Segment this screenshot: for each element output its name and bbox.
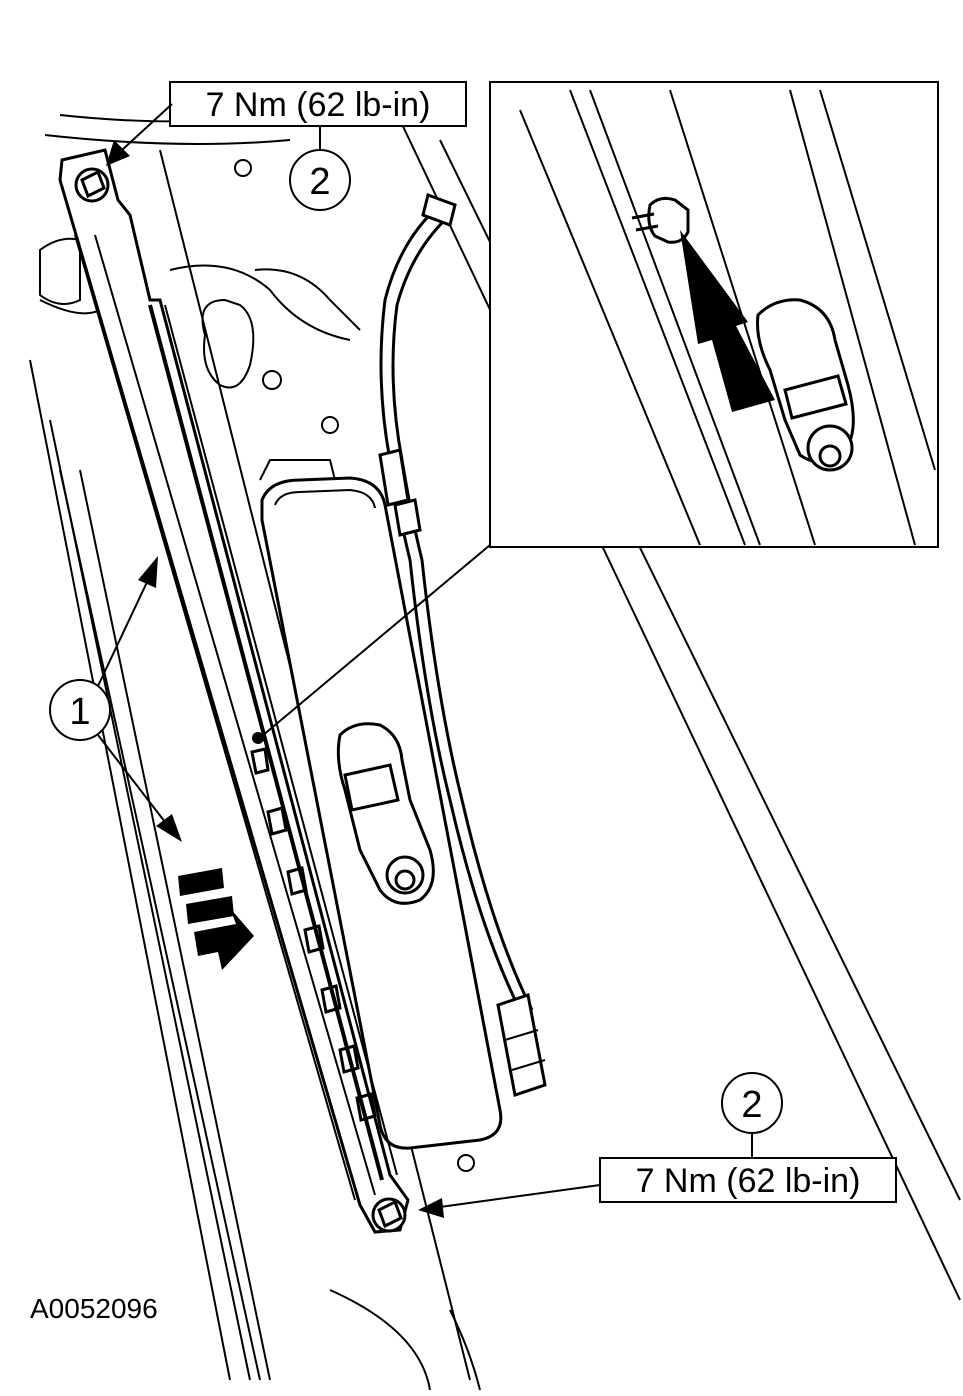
upper-bolt[interactable] xyxy=(74,167,110,203)
install-direction-arrow-icon xyxy=(680,230,775,412)
arrowhead-icon xyxy=(156,814,182,842)
inset-fitting xyxy=(756,298,855,472)
part-callout-1: 1 xyxy=(49,556,182,842)
torque-callout-top: 7 Nm (62 lb-in) 2 xyxy=(106,81,467,211)
arrowhead-icon xyxy=(106,140,130,166)
removal-direction-arrow-icon xyxy=(178,868,254,970)
torque-bottom-callout: 2 xyxy=(741,1084,762,1126)
part-callout-number: 1 xyxy=(69,691,90,733)
torque-top-callout: 2 xyxy=(309,161,330,203)
figure-id: A0052096 xyxy=(30,1293,158,1324)
wiring-harness xyxy=(378,193,547,1097)
arrowhead-icon xyxy=(138,556,158,588)
torque-bottom-value: 7 Nm (62 lb-in) xyxy=(636,1162,861,1200)
torque-callout-bottom: 2 7 Nm (62 lb-in) xyxy=(418,1072,897,1218)
detail-inset xyxy=(252,81,939,744)
body-panel-lines xyxy=(29,109,961,1391)
inflator-fitting xyxy=(336,722,435,905)
inset-clip xyxy=(631,196,690,244)
arrowhead-icon xyxy=(418,1198,444,1218)
inset-leader-dot xyxy=(252,732,264,744)
curtain-airbag-rail[interactable] xyxy=(58,148,410,1234)
lower-bolt[interactable] xyxy=(371,1197,407,1233)
rail-clip-tabs xyxy=(250,747,377,1122)
torque-top-value: 7 Nm (62 lb-in) xyxy=(206,86,431,124)
